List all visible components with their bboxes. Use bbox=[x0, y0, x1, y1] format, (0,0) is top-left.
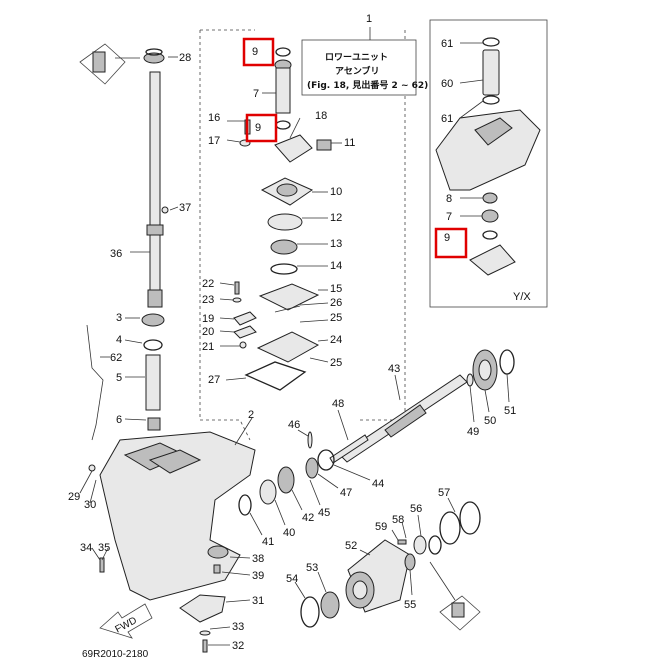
callout-27: 27 bbox=[208, 374, 220, 386]
callout-54: 54 bbox=[286, 573, 298, 585]
callout-17: 17 bbox=[208, 135, 220, 147]
callout-48: 48 bbox=[332, 398, 344, 410]
callout-31: 31 bbox=[252, 595, 264, 607]
callout-61-bottom: 61 bbox=[441, 113, 453, 125]
callout-24: 24 bbox=[330, 334, 342, 346]
callout-51: 51 bbox=[504, 405, 516, 417]
callout-9-top: 9 bbox=[252, 46, 258, 58]
title-line-1: ロワーユニット bbox=[325, 52, 388, 63]
callout-61-top: 61 bbox=[441, 38, 453, 50]
callout-10: 10 bbox=[330, 186, 342, 198]
callout-35: 35 bbox=[98, 542, 110, 554]
callout-47: 47 bbox=[340, 487, 352, 499]
propeller-shaft: 43 48 46 44 47 45 42 40 41 49 50 51 bbox=[238, 349, 516, 548]
callout-9-inset: 9 bbox=[444, 232, 450, 244]
anode-parts: 38 39 31 33 32 bbox=[179, 545, 264, 653]
callout-44: 44 bbox=[372, 478, 384, 490]
callout-7: 7 bbox=[253, 88, 259, 100]
callout-52: 52 bbox=[345, 540, 357, 552]
callout-11: 11 bbox=[344, 137, 355, 149]
callout-39: 39 bbox=[252, 570, 264, 582]
lower-case: 2 29 30 34 35 bbox=[68, 409, 256, 601]
callout-43: 43 bbox=[388, 363, 400, 375]
callout-18: 18 bbox=[315, 110, 327, 122]
variant-inset: Y/X 61 60 61 8 7 9 bbox=[429, 19, 548, 308]
callout-28: 28 bbox=[179, 52, 191, 64]
callout-53: 53 bbox=[306, 562, 318, 574]
callout-41: 41 bbox=[262, 536, 274, 548]
callout-21: 21 bbox=[202, 341, 214, 353]
callout-45: 45 bbox=[318, 507, 330, 519]
callout-20: 20 bbox=[202, 326, 214, 338]
callout-9-middle: 9 bbox=[255, 122, 261, 134]
callout-6: 6 bbox=[116, 414, 122, 426]
variant-label: Y/X bbox=[513, 291, 531, 303]
callout-23: 23 bbox=[202, 294, 214, 306]
callout-25-lower: 25 bbox=[330, 357, 342, 369]
highlight-box-top bbox=[242, 37, 275, 67]
callout-29: 29 bbox=[68, 491, 80, 503]
water-pump-parts: 7 16 17 18 11 10 12 13 14 15 26 25 bbox=[202, 47, 355, 391]
callout-26: 26 bbox=[330, 297, 342, 309]
callout-32: 32 bbox=[232, 640, 244, 652]
callout-46: 46 bbox=[288, 419, 300, 431]
forward-direction: FWD 69R2010-2180 bbox=[82, 603, 153, 660]
drawing-code: 69R2010-2180 bbox=[82, 649, 149, 660]
highlight-box-inset bbox=[434, 227, 468, 259]
callout-15: 15 bbox=[330, 283, 342, 295]
callout-12: 12 bbox=[330, 212, 342, 224]
callout-3: 3 bbox=[116, 312, 122, 324]
callout-16: 16 bbox=[208, 112, 220, 124]
title-box: 1 ロワーユニット アセンブリ (Fig. 18, 見出番号 2 ~ 62) bbox=[301, 13, 428, 96]
callout-30: 30 bbox=[84, 499, 96, 511]
bearing-housing: 52 53 54 55 56 59 58 57 bbox=[286, 487, 481, 631]
lower-driveshaft-parts: 3 4 5 6 bbox=[116, 312, 165, 431]
title-line-2: アセンブリ bbox=[335, 65, 380, 77]
callout-42: 42 bbox=[302, 512, 314, 524]
callout-4: 4 bbox=[116, 334, 122, 346]
callout-58: 58 bbox=[392, 514, 404, 526]
callout-7-inset: 7 bbox=[446, 211, 452, 223]
title-number: 1 bbox=[366, 13, 372, 25]
callout-14: 14 bbox=[330, 260, 342, 272]
callout-19: 19 bbox=[202, 313, 214, 325]
callout-62: 62 bbox=[110, 352, 122, 364]
shift-rod: 62 bbox=[86, 324, 122, 441]
callout-59: 59 bbox=[375, 521, 387, 533]
callout-50: 50 bbox=[484, 415, 496, 427]
callout-60: 60 bbox=[441, 78, 453, 90]
callout-5: 5 bbox=[116, 372, 122, 384]
callout-2: 2 bbox=[248, 409, 254, 421]
driveshaft: 28 36 37 bbox=[110, 48, 191, 308]
callout-49: 49 bbox=[467, 426, 479, 438]
callout-22: 22 bbox=[202, 278, 214, 290]
title-line-3: (Fig. 18, 見出番号 2 ~ 62) bbox=[307, 79, 428, 91]
callout-34: 34 bbox=[80, 542, 92, 554]
callout-37: 37 bbox=[179, 202, 191, 214]
callout-25-upper: 25 bbox=[330, 312, 342, 324]
callout-8: 8 bbox=[446, 193, 452, 205]
callout-57: 57 bbox=[438, 487, 450, 499]
callout-38: 38 bbox=[252, 553, 264, 565]
highlight-group: 9 9 bbox=[242, 37, 278, 143]
callout-40: 40 bbox=[283, 527, 295, 539]
callout-55: 55 bbox=[404, 599, 416, 611]
callout-13: 13 bbox=[330, 238, 342, 250]
callout-36: 36 bbox=[110, 248, 122, 260]
callout-33: 33 bbox=[232, 621, 244, 633]
callout-56: 56 bbox=[410, 503, 422, 515]
sealant-icon bbox=[79, 43, 140, 85]
highlight-box-middle bbox=[245, 113, 278, 143]
